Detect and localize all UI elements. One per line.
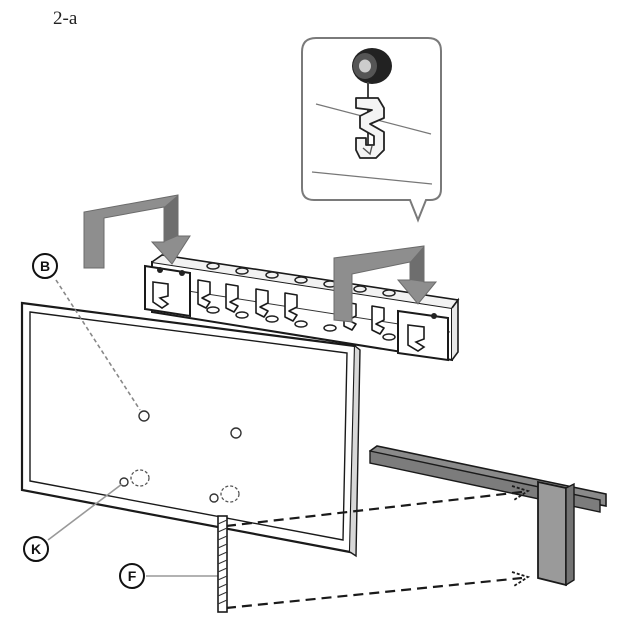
callout-b-letter: B [40,258,50,274]
callout-leader-k [47,483,123,541]
callout-k-letter: K [31,541,41,557]
callout-f: F [119,563,145,589]
hang-arrow-left [83,194,191,269]
hook-detail-icon [355,97,385,159]
spacer-screw-icon [352,48,392,152]
callout-f-letter: F [128,568,137,584]
screw-f-icon [217,515,228,613]
hang-arrow-right [333,245,438,323]
callout-b: B [32,253,58,279]
step-label: 2-a [53,8,78,29]
callout-k: K [23,536,49,562]
detail-callout [301,37,442,223]
tv-back-panel [20,301,361,558]
callout-leaders [55,279,141,411]
wall-bracket [144,254,460,362]
dashed-arrows [225,490,523,610]
support-stand [369,445,607,587]
